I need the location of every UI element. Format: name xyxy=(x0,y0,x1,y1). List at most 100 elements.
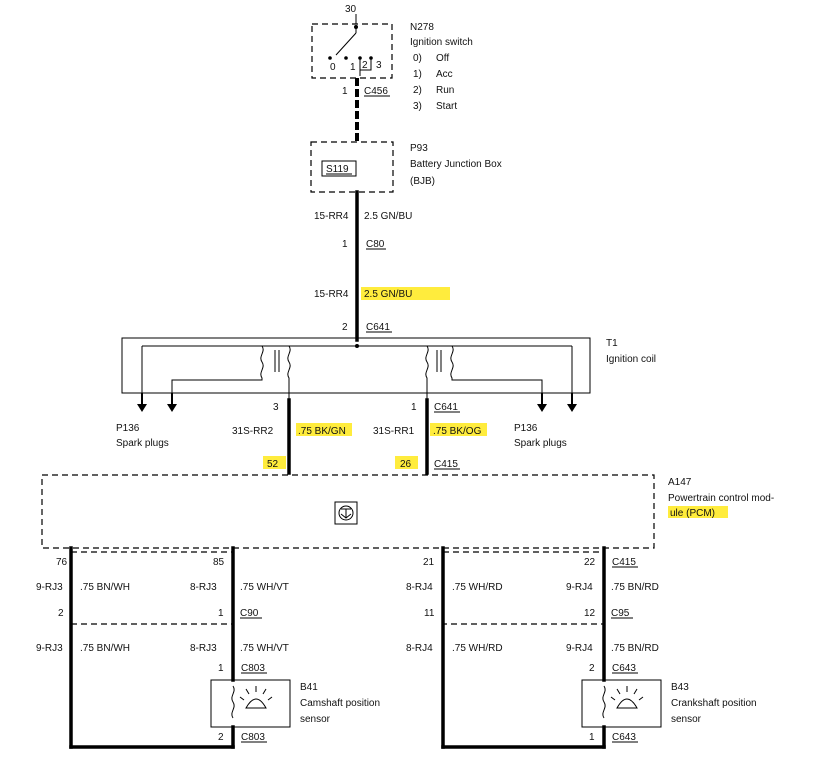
coil-name: Ignition coil xyxy=(606,354,656,365)
h1-spec-3: .75 BN/RD xyxy=(611,582,659,593)
wire1-circuit: 15-RR4 xyxy=(314,211,349,222)
switch-name: Ignition switch xyxy=(410,37,473,48)
crank-bottom-connector: C643 xyxy=(612,732,636,743)
switch-pos-3-label: Start xyxy=(436,101,457,112)
crank-top-pin: 2 xyxy=(589,663,595,674)
coil-left-secondary xyxy=(171,345,264,393)
crank-name-line2: sensor xyxy=(671,714,702,725)
h2-spec-1: .75 WH/VT xyxy=(240,643,289,654)
pcm-pin-76: 76 xyxy=(56,557,68,568)
c90-pin-1: 1 xyxy=(218,608,224,619)
h2-spec-0: .75 BN/WH xyxy=(80,643,130,654)
switch-pos-2-label: Run xyxy=(436,85,454,96)
pcm-pin-85: 85 xyxy=(213,557,225,568)
switch-pos-1-num: 1) xyxy=(413,69,422,80)
cam-name-line1: Camshaft position xyxy=(300,698,380,709)
h2-circuit-3: 9-RJ4 xyxy=(566,643,593,654)
cam-name-line2: sensor xyxy=(300,714,331,725)
switch-connector: C456 xyxy=(364,86,388,97)
pcm-transistor-symbol xyxy=(334,501,358,525)
c80-connector: C80 xyxy=(366,239,385,250)
spark-plug-arrows-left xyxy=(137,393,177,412)
cam-top-pin: 1 xyxy=(218,663,224,674)
c641-pin: 2 xyxy=(342,322,348,333)
highlight-pcm-pin-52 xyxy=(263,456,286,469)
h2-circuit-0: 9-RJ3 xyxy=(36,643,63,654)
highlight-pcm-name xyxy=(668,506,728,518)
crank-code: B43 xyxy=(671,682,689,693)
c90-connector: C90 xyxy=(240,608,259,619)
camshaft-sensor-icon xyxy=(239,686,273,709)
pcm-pin-21: 21 xyxy=(423,557,435,568)
highlight-coil-right-spec xyxy=(430,423,487,436)
switch-pos-0-num: 0) xyxy=(413,53,422,64)
coil-right-secondary xyxy=(450,345,543,393)
pcm-bottom-connector: C415 xyxy=(612,557,636,568)
spark-plug-arrows-right xyxy=(537,393,577,412)
c95-pin-11: 11 xyxy=(424,608,435,619)
plugs-left-name: Spark plugs xyxy=(116,438,169,449)
ignition-coil-box xyxy=(121,337,591,394)
plugs-right-name: Spark plugs xyxy=(514,438,567,449)
bjb-fuse: S119 xyxy=(326,164,349,175)
pcm-code: A147 xyxy=(668,477,692,488)
highlight-wire2-spec xyxy=(361,287,450,300)
coil-right-spec: .75 BK/OG xyxy=(433,426,482,437)
plugs-left-code: P136 xyxy=(116,423,140,434)
h2-spec-2: .75 WH/RD xyxy=(452,643,503,654)
h1-circuit-2: 8-RJ4 xyxy=(406,582,433,593)
crank-name-line1: Crankshaft position xyxy=(671,698,757,709)
c641-connector: C641 xyxy=(366,322,390,333)
wire2-circuit: 15-RR4 xyxy=(314,289,349,300)
coil-left-circuit: 31S-RR2 xyxy=(232,426,274,437)
coil-left-pin: 3 xyxy=(273,402,279,413)
crankshaft-sensor-icon xyxy=(610,686,644,709)
bjb-name: Battery Junction Box xyxy=(410,159,502,170)
switch-pos-3-num: 3) xyxy=(413,101,422,112)
plugs-right-code: P136 xyxy=(514,423,538,434)
bjb-abbr: (BJB) xyxy=(410,176,435,187)
switch-contact-2: 2 xyxy=(362,60,368,71)
bjb-code: P93 xyxy=(410,143,428,154)
coil-right-pcm-pin: 26 xyxy=(400,459,412,470)
h1-circuit-1: 8-RJ3 xyxy=(190,582,217,593)
c80-pin: 1 xyxy=(342,239,348,250)
coil-left-spec: .75 BK/GN xyxy=(298,426,346,437)
coil-left-pcm-pin: 52 xyxy=(267,459,279,470)
h1-circuit-0: 9-RJ3 xyxy=(36,582,63,593)
switch-contact-0: 0 xyxy=(330,62,336,73)
ignition-switch-box xyxy=(311,23,393,79)
crank-top-connector: C643 xyxy=(612,663,636,674)
switch-pos-0-label: Off xyxy=(436,53,449,64)
cam-bottom-connector: C803 xyxy=(241,732,265,743)
switch-blade xyxy=(335,32,357,56)
switch-pos-1-label: Acc xyxy=(436,69,453,80)
switch-pos-2-num: 2) xyxy=(413,85,422,96)
coil-right-pcm-connector: C415 xyxy=(434,459,458,470)
crank-bottom-pin: 1 xyxy=(589,732,595,743)
pcm-name-line2: ule (PCM) xyxy=(670,508,715,519)
coil-code: T1 xyxy=(606,338,618,349)
cam-code: B41 xyxy=(300,682,318,693)
coil-right-connector: C641 xyxy=(434,402,458,413)
crankshaft-sensor-box xyxy=(581,679,662,728)
camshaft-sensor-box xyxy=(210,679,291,728)
coil-right-primary xyxy=(425,345,429,400)
switch-terminal-label: 30 xyxy=(345,4,357,15)
wire2-spec: 2.5 GN/BU xyxy=(364,289,412,300)
fuse-box xyxy=(321,160,357,177)
h1-spec-0: .75 BN/WH xyxy=(80,582,130,593)
switch-contact-3: 3 xyxy=(376,60,382,71)
pcm-box xyxy=(41,474,655,549)
c90-pin-2: 2 xyxy=(58,608,64,619)
coil-right-pin: 1 xyxy=(411,402,417,413)
highlight-pcm-pin-26 xyxy=(395,456,418,469)
h2-circuit-2: 8-RJ4 xyxy=(406,643,433,654)
switch-pin: 1 xyxy=(342,86,348,97)
coil-left-primary xyxy=(287,345,291,400)
cam-top-connector: C803 xyxy=(241,663,265,674)
switch-contact-1: 1 xyxy=(350,62,356,73)
coil-right-circuit: 31S-RR1 xyxy=(373,426,415,437)
h1-spec-2: .75 WH/RD xyxy=(452,582,503,593)
